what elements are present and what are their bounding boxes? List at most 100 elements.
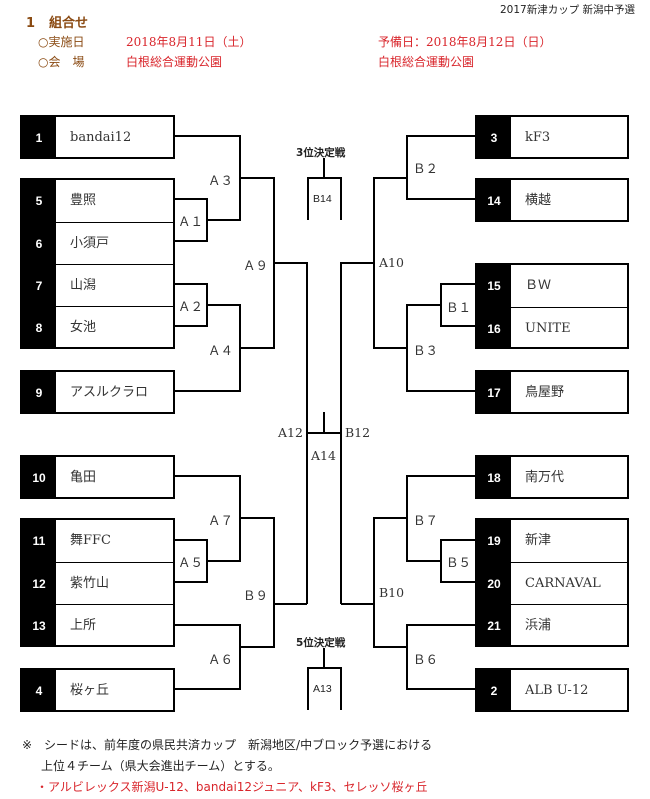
team-entry: 11 舞FFC bbox=[22, 520, 173, 562]
team-box-group: 1 bandai12 bbox=[20, 115, 175, 159]
match-label-b5: Ｂ５ bbox=[446, 555, 472, 570]
team-box-group: 17 鳥屋野 bbox=[475, 370, 629, 414]
seed-number: 7 bbox=[35, 279, 43, 293]
seed-number: 4 bbox=[35, 684, 43, 698]
match-label-a2: Ａ２ bbox=[178, 299, 204, 314]
team-box-group: 18 南万代 bbox=[475, 455, 629, 499]
team-entry: 21 浜浦 bbox=[477, 604, 627, 647]
match-label-a12: A12 bbox=[278, 425, 303, 440]
team-entry: 8 女池 bbox=[22, 306, 173, 349]
venue-label: ○会 場 bbox=[38, 55, 85, 69]
team-name: 紫竹山 bbox=[70, 576, 110, 591]
seed-number: 1 bbox=[35, 131, 43, 145]
match-label-b10: B10 bbox=[379, 585, 405, 600]
team-entry: 6 小須戸 bbox=[22, 222, 173, 265]
seed-number: 8 bbox=[35, 321, 43, 335]
seed-number: 18 bbox=[487, 471, 501, 485]
match-label-b3: Ｂ３ bbox=[413, 343, 439, 358]
date-label: ○実施日 bbox=[38, 35, 85, 49]
match-label-b9: Ｂ９ bbox=[243, 588, 269, 603]
team-name: 南万代 bbox=[525, 470, 565, 485]
team-entry: 17 鳥屋野 bbox=[477, 372, 627, 414]
seed-number: 12 bbox=[32, 577, 46, 591]
seed-number: 15 bbox=[487, 279, 501, 293]
team-name: 女池 bbox=[70, 320, 97, 335]
team-entry: 20 CARNAVAL bbox=[477, 562, 627, 605]
team-name: CARNAVAL bbox=[525, 576, 601, 591]
team-name: UNITE bbox=[525, 321, 571, 336]
match-label-a10: A10 bbox=[379, 255, 404, 270]
team-name: アスルクラロ bbox=[70, 385, 149, 400]
match-label-a6: Ａ６ bbox=[208, 652, 234, 667]
match-label-a3: Ａ３ bbox=[208, 173, 234, 188]
seed-number: 16 bbox=[487, 322, 501, 336]
team-entry: 15 ＢＷ bbox=[477, 265, 627, 307]
line-a10-out bbox=[340, 262, 374, 604]
seed-number: 20 bbox=[487, 577, 501, 591]
seed-number: 9 bbox=[35, 386, 43, 400]
venue-value: 白根総合運動公園 bbox=[126, 55, 223, 69]
team-name: bandai12 bbox=[70, 130, 132, 145]
match-label-b12: B12 bbox=[345, 425, 371, 440]
match-label-a9: Ａ９ bbox=[243, 258, 269, 273]
team-entry: 12 紫竹山 bbox=[22, 562, 173, 605]
team-entry: 1 bandai12 bbox=[22, 117, 173, 159]
team-box-group: 15 ＢＷ 16 UNITE bbox=[475, 263, 629, 349]
date-value: 2018年8月11日（土） bbox=[126, 35, 252, 49]
team-name: 浜浦 bbox=[525, 618, 552, 633]
match-label-a5: Ａ５ bbox=[178, 555, 204, 570]
match-label-a1: Ａ１ bbox=[178, 214, 204, 229]
line-b9 bbox=[240, 517, 275, 648]
team-name: 舞FFC bbox=[70, 533, 111, 548]
seed-number: 19 bbox=[487, 534, 501, 548]
match-label-a14: A14 bbox=[311, 448, 336, 463]
team-box-group: 9 アスルクラロ bbox=[20, 370, 175, 414]
match-label-b2: Ｂ２ bbox=[413, 161, 439, 176]
match-label-a4: Ａ４ bbox=[208, 343, 234, 358]
team-box-group: 10 亀田 bbox=[20, 455, 175, 499]
team-name: 亀田 bbox=[70, 470, 97, 485]
line-b10 bbox=[373, 517, 407, 648]
line-a9-out bbox=[274, 262, 308, 604]
line-b2 bbox=[406, 135, 475, 200]
match-label-a7: Ａ７ bbox=[208, 513, 234, 528]
match-label-b7: Ｂ７ bbox=[413, 513, 439, 528]
match-label-b6: Ｂ６ bbox=[413, 652, 439, 667]
seed-number: 3 bbox=[490, 131, 498, 145]
third-place-match: B14 bbox=[313, 193, 332, 205]
fifth-place-match: A13 bbox=[313, 683, 332, 695]
reserve-date-value: 予備日：2018年8月12日（日） bbox=[378, 35, 552, 49]
seed-number: 10 bbox=[32, 471, 46, 485]
team-name: 鳥屋野 bbox=[525, 385, 565, 400]
line-b6 bbox=[406, 624, 475, 690]
match-label-b1: Ｂ１ bbox=[446, 300, 472, 315]
team-name: 小須戸 bbox=[70, 236, 110, 251]
seed-number: 11 bbox=[32, 534, 46, 548]
team-name: ＢＷ bbox=[525, 278, 552, 293]
team-name: ALB U-12 bbox=[525, 683, 589, 698]
seed-number: 17 bbox=[487, 386, 501, 400]
seed-number: 14 bbox=[487, 194, 501, 208]
team-entry: 16 UNITE bbox=[477, 307, 627, 350]
seed-number: 6 bbox=[35, 237, 43, 251]
seed-number: 5 bbox=[35, 194, 43, 208]
seed-number: 21 bbox=[487, 619, 501, 633]
reserve-venue-value: 白根総合運動公園 bbox=[378, 55, 475, 69]
line-a6 bbox=[173, 624, 241, 690]
